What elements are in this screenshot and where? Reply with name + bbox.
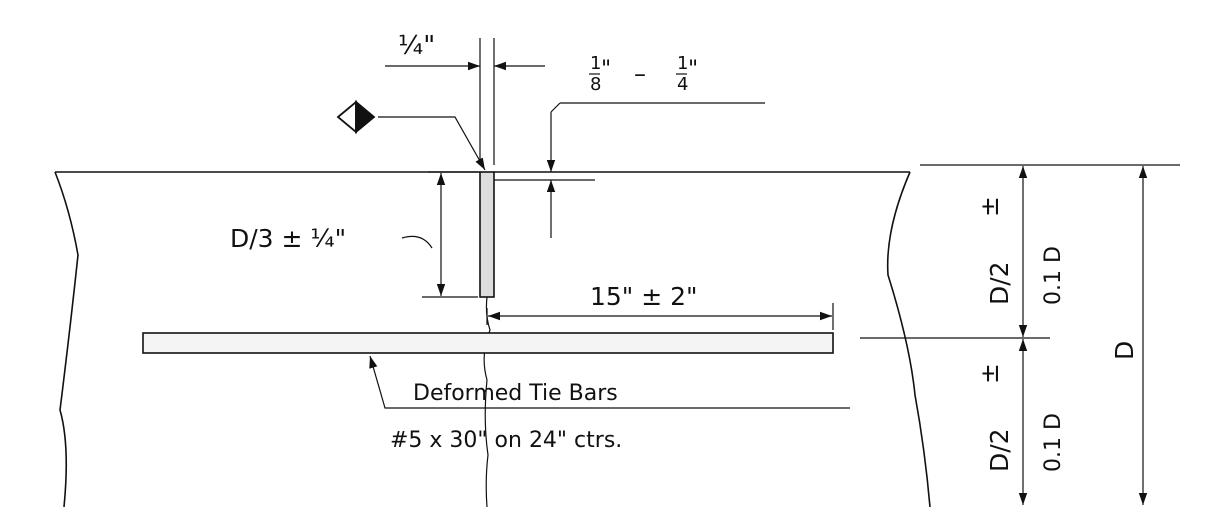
crack-line	[483, 296, 491, 507]
bar-embed-dimension: 15" ± 2"	[486, 282, 834, 330]
sealant-leader-diag	[550, 102, 561, 113]
sealant-inch-mark-a: "	[601, 57, 611, 82]
saw-cut-slot	[479, 171, 495, 298]
upper-half-fraction: D/2	[985, 261, 1014, 305]
joint-width-dimension: ¼"	[385, 31, 545, 165]
sealant-denominator-a: 8	[590, 74, 601, 95]
upper-half-plus-minus: ±	[975, 196, 1004, 217]
lower-half-tolerance: 0.1 D	[1041, 413, 1066, 472]
bar-embed-label: 15" ± 2"	[590, 282, 698, 311]
tie-bar-spec: #5 x 30" on 24" ctrs.	[390, 428, 622, 453]
slab-outline	[54, 171, 931, 507]
right-break-line	[886, 171, 931, 507]
left-break-line	[54, 171, 79, 507]
sealant-numerator-b: 1	[677, 53, 688, 74]
saw-depth-label: D/3 ± ¼"	[230, 224, 346, 253]
joint-width-label: ¼"	[398, 31, 435, 61]
sealant-numerator-a: 1	[590, 53, 601, 74]
lower-half-plus-minus: ±	[975, 363, 1004, 384]
sealant-denominator-b: 4	[677, 74, 688, 95]
sealant-inch-mark-b: "	[688, 57, 698, 82]
sealant-dash: –	[634, 60, 646, 88]
half-filled-diamond-icon	[336, 100, 376, 134]
total-depth-label: D	[1110, 341, 1139, 360]
symbol-leader	[378, 116, 486, 171]
upper-half-tolerance: 0.1 D	[1041, 246, 1066, 305]
tie-bar	[142, 332, 834, 354]
tie-bar-note: Deformed Tie Bars #5 x 30" on 24" ctrs.	[369, 355, 850, 453]
thickness-dimensions: D/2 ± 0.1 D D/2 ± 0.1 D D	[860, 164, 1180, 505]
tie-bar-name: Deformed Tie Bars	[413, 381, 618, 406]
sealant-depth-dimension: 1 8 " – 1 4 "	[494, 53, 765, 238]
lower-half-fraction: D/2	[985, 428, 1014, 472]
tie-bar-leader	[369, 355, 850, 409]
saw-depth-leader	[401, 235, 433, 249]
saw-depth-dimension: D/3 ± ¼"	[230, 171, 478, 298]
